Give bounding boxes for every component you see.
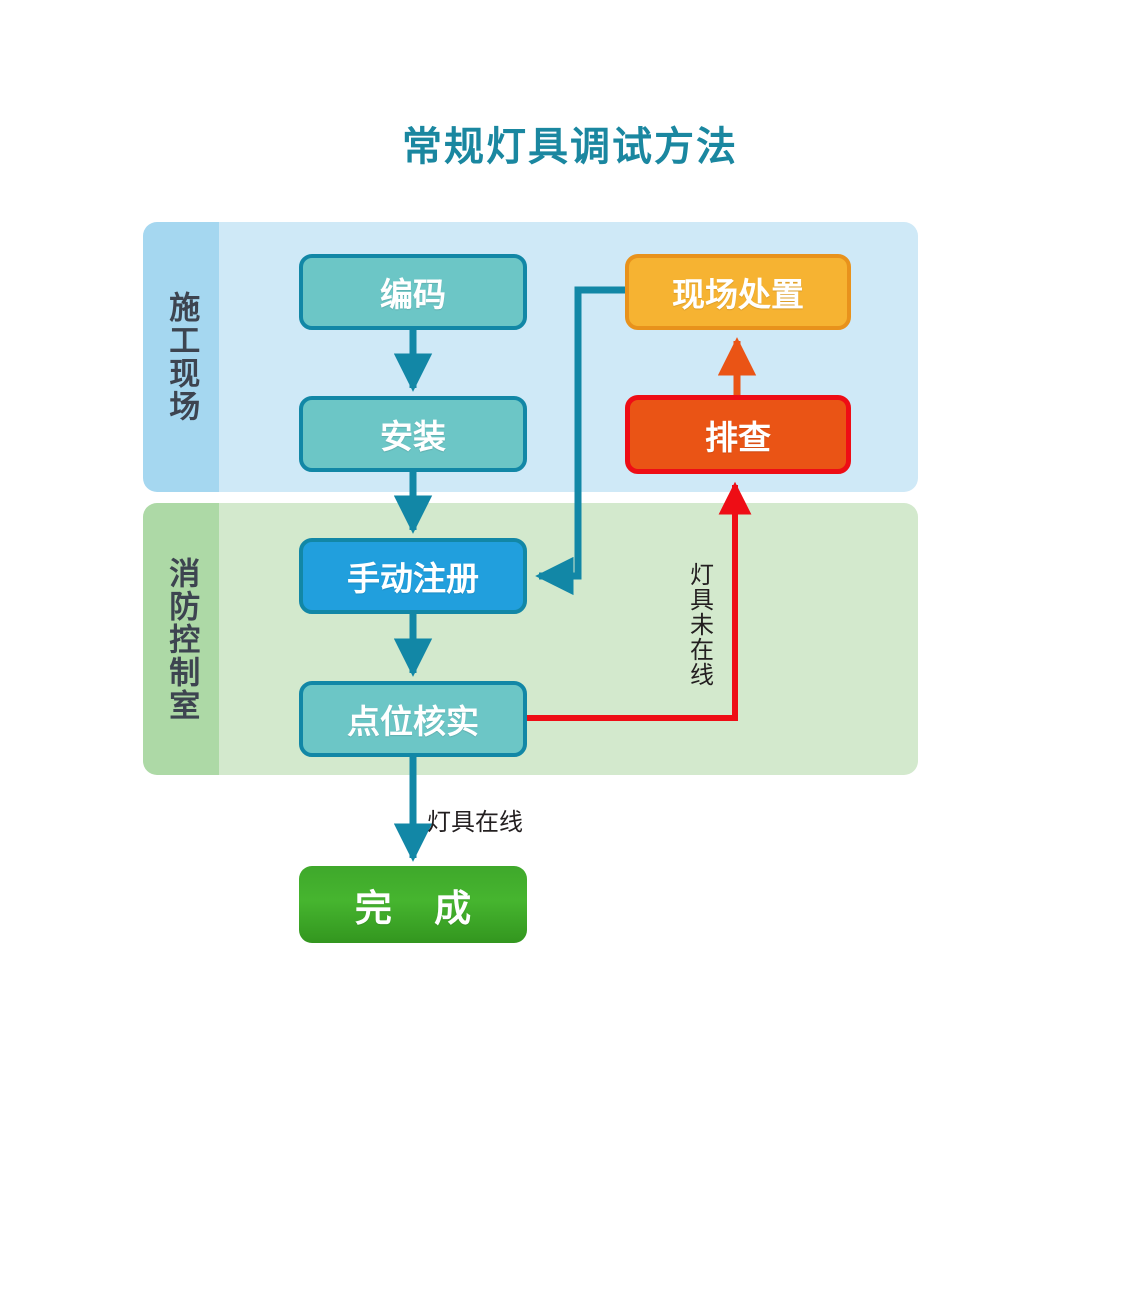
edge-label-lamp-offline: 灯具未在线 <box>685 562 713 687</box>
node-onsite-handling[interactable]: 现场处置 <box>625 254 851 330</box>
node-coding[interactable]: 编码 <box>299 254 527 330</box>
node-complete[interactable]: 完 成 <box>299 866 527 943</box>
node-manual-register[interactable]: 手动注册 <box>299 538 527 614</box>
node-point-verify[interactable]: 点位核实 <box>299 681 527 757</box>
swimlane-label-fire-control: 消防控制室 <box>143 503 219 775</box>
edge-label-lamp-online: 灯具在线 <box>427 809 523 836</box>
node-install[interactable]: 安装 <box>299 396 527 472</box>
edge-onsite-to-register <box>535 286 625 596</box>
swimlane-label-construction: 施工现场 <box>143 222 219 492</box>
node-troubleshoot[interactable]: 排查 <box>625 395 851 474</box>
edge-verify-to-inspect <box>527 481 752 721</box>
page-title: 常规灯具调试方法 <box>402 125 738 169</box>
